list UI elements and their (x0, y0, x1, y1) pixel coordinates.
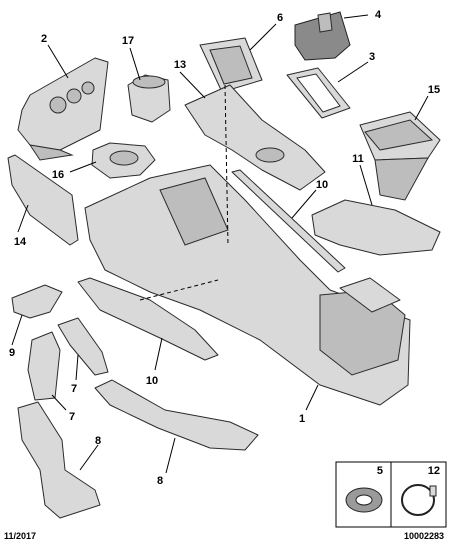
callout-10-upper: 10 (316, 179, 328, 191)
part-3-shift-bezel (286, 67, 351, 119)
callout-8-lower: 8 (95, 435, 101, 447)
assembly-dashed-lines (139, 84, 229, 301)
callout-9: 9 (9, 347, 15, 359)
part-16-cup-holder (91, 142, 156, 179)
part-7-air-duct-upper (57, 317, 109, 376)
part-7-air-duct-lower (27, 331, 61, 401)
part-9-duct-elbow (11, 284, 63, 319)
callout-6: 6 (277, 12, 283, 24)
cable-tie-part-12 (401, 484, 435, 516)
callout-17: 17 (122, 35, 134, 47)
part-10-side-molding-lower (77, 277, 219, 361)
part-15-armrest-lid (359, 111, 441, 201)
callout-3: 3 (369, 51, 375, 63)
callout-4: 4 (375, 9, 382, 21)
callout-2: 2 (41, 33, 47, 45)
leader-lines (11, 14, 429, 474)
inset-box: 5 12 (335, 461, 447, 528)
diagram-reference-number: 10002283 (403, 531, 444, 541)
callout-13: 13 (174, 59, 186, 71)
part-8-rear-duct-lower (17, 401, 101, 519)
callout-11: 11 (352, 153, 364, 165)
callout-8-upper: 8 (157, 475, 163, 487)
part-2-instrument-trim (17, 57, 109, 161)
part-1-center-console (84, 164, 411, 406)
callout-7-upper: 7 (71, 383, 77, 395)
callout-1: 1 (299, 413, 305, 425)
callout-14: 14 (14, 236, 27, 248)
inset-callout-12: 12 (428, 465, 440, 477)
part-13-console-top-trim (184, 84, 326, 191)
callout-7-lower: 7 (69, 411, 75, 423)
part-11-armrest (311, 199, 441, 256)
callout-16: 16 (52, 169, 64, 181)
callout-15: 15 (428, 84, 440, 96)
part-4-gear-boot (294, 11, 351, 61)
part-10-trim-strip-upper (231, 169, 346, 273)
inset-callout-5: 5 (377, 465, 383, 477)
part-6-shift-surround (199, 37, 263, 93)
part-14-side-panel (7, 154, 79, 246)
callout-10-lower: 10 (146, 375, 158, 387)
part-17-cup-insert (127, 74, 171, 123)
part-8-rear-duct-upper (94, 379, 259, 451)
diagram-date: 11/2017 (4, 531, 37, 541)
